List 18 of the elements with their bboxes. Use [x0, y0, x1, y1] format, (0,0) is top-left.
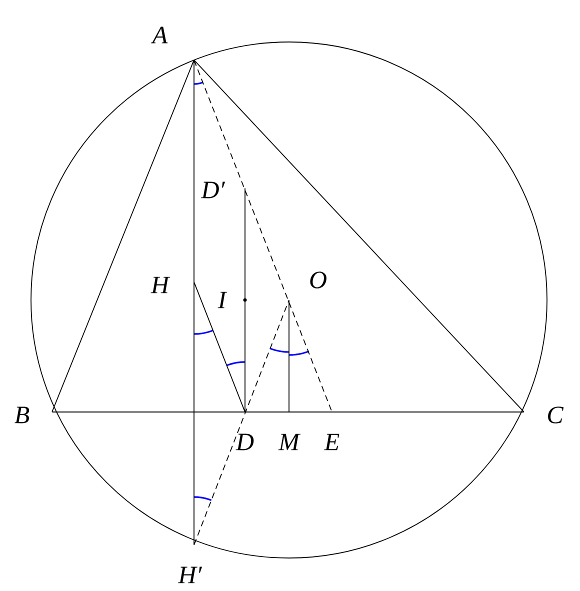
line-segment: [288, 300, 290, 412]
line-segment: [194, 300, 290, 546]
line-segment: [194, 60, 332, 412]
point-label: I: [218, 292, 228, 308]
point-label: M: [278, 434, 301, 450]
line-segment: [194, 60, 524, 412]
point-label: D′: [200, 182, 226, 198]
point-label: C: [548, 406, 564, 424]
point-label: H′: [178, 566, 202, 584]
line-segment: [244, 188, 246, 412]
point-label: B: [14, 406, 30, 424]
point-label: H: [150, 276, 170, 294]
point-label: D: [236, 434, 254, 450]
point-label: E: [324, 434, 340, 450]
point-label: O: [310, 272, 326, 288]
line-segment: [194, 282, 246, 412]
line-segment: [52, 60, 194, 412]
point-label: A: [151, 26, 168, 44]
